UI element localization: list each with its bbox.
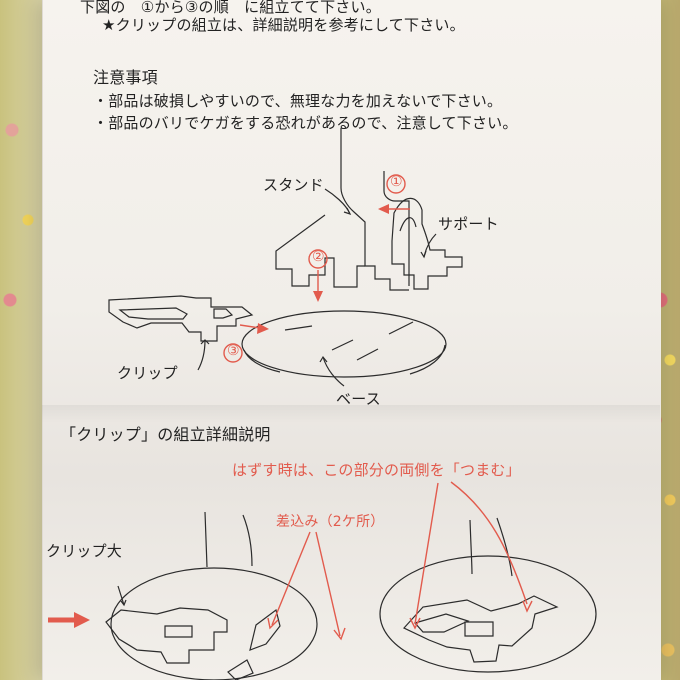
- caution-item-2: ・部品のバリでケガをする恐れがあるので、注意して下さい。: [93, 114, 518, 132]
- step-3-label: ③: [227, 343, 240, 359]
- paper-fold-shadow: [42, 405, 660, 423]
- clip-part: [108, 295, 254, 342]
- step-markers: [223, 174, 406, 363]
- step-1-label: ①: [390, 174, 403, 190]
- insert-label: 差込み（2ケ所）: [276, 514, 385, 530]
- stand-part: [275, 128, 410, 291]
- assembly-arrows: [239, 204, 410, 334]
- section-title: 「クリップ」の組立詳細説明: [60, 425, 271, 444]
- instruction-note-line: ★クリップの組立は、詳細説明を参考にして下さい。: [102, 16, 465, 34]
- instruction-paper: [42, 0, 661, 680]
- stand-label: スタンド: [263, 176, 324, 194]
- hint-text: はずす時は、この部分の両側を「つまむ」: [232, 461, 521, 479]
- clip-large-label: クリップ大: [46, 542, 123, 560]
- base-label: ベース: [336, 390, 381, 408]
- support-part: [391, 197, 463, 290]
- assembly-diagram-top: [108, 128, 463, 387]
- base-part: [241, 310, 447, 378]
- support-label: サポート: [438, 215, 499, 233]
- clip-detail-right: [379, 517, 597, 673]
- clip-detail-left: [48, 511, 318, 680]
- step-2-label: ②: [312, 249, 325, 265]
- detail-callouts: [267, 481, 533, 641]
- caution-item-1: ・部品は破損しやすいので、無理な力を加えないで下さい。: [93, 92, 503, 110]
- caution-title: 注意事項: [93, 68, 158, 87]
- clip-label: クリップ: [117, 364, 178, 382]
- instruction-top-line: 下図の ①から③の順 に組立てて下さい。: [80, 0, 381, 16]
- callout-lines: [197, 188, 437, 387]
